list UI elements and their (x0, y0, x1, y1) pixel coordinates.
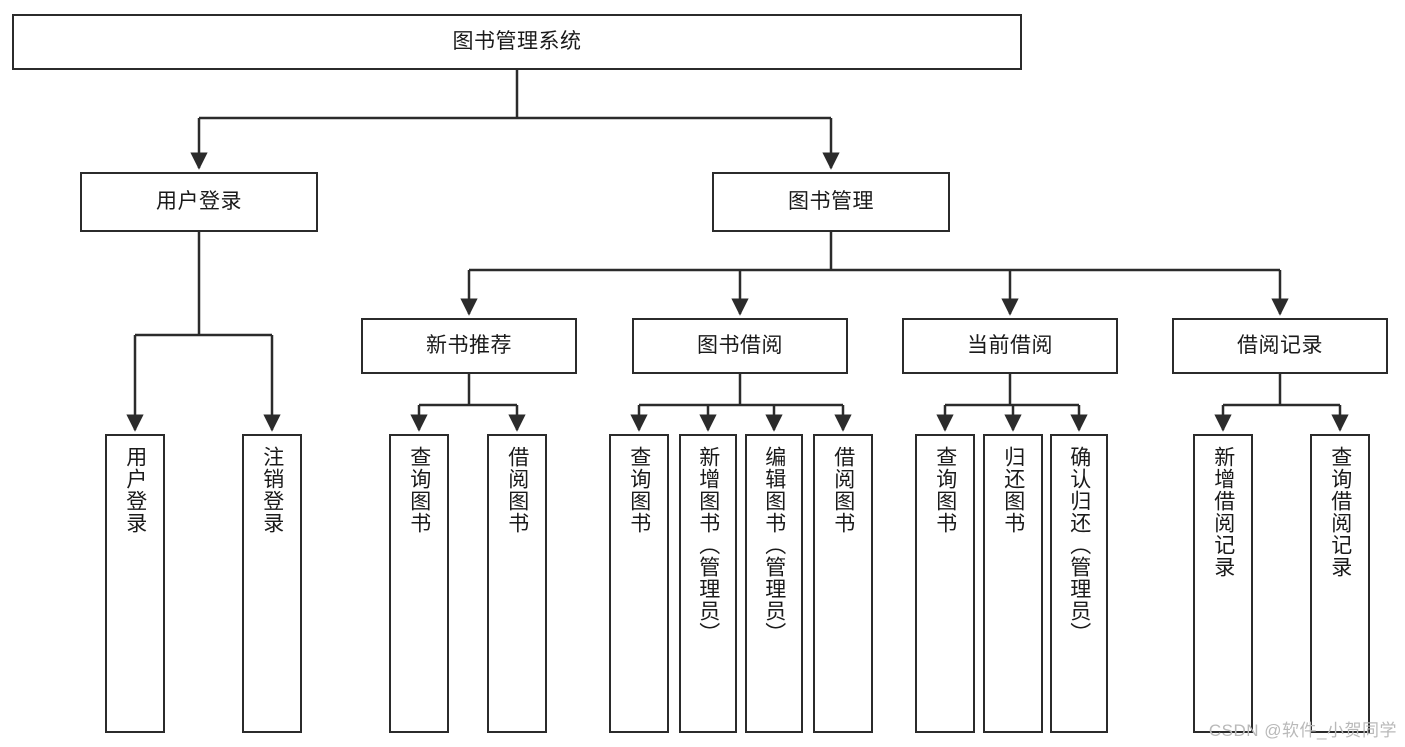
connector-lines (126, 70, 1349, 432)
leaf-node-leaf-query-book-1[interactable]: 查询图书 (389, 434, 449, 733)
leaf-node-leaf-add-borrow-record[interactable]: 新增借阅记录 (1193, 434, 1253, 733)
leaf-node-leaf-add-book-admin[interactable]: 新增图书（管理员） (679, 434, 737, 733)
node-label: 图书借阅 (697, 333, 783, 357)
node-label: 借阅图书 (505, 446, 529, 534)
leaf-node-leaf-confirm-return-admin[interactable]: 确认归还（管理员） (1050, 434, 1108, 733)
leaf-node-leaf-return-book[interactable]: 归还图书 (983, 434, 1043, 733)
level3-node-current-borrow[interactable]: 当前借阅 (902, 318, 1118, 374)
node-label: 借阅记录 (1237, 333, 1323, 357)
leaf-node-leaf-edit-book-admin[interactable]: 编辑图书（管理员） (745, 434, 803, 733)
node-label: 查询借阅记录 (1328, 446, 1352, 578)
node-label: 查询图书 (933, 446, 957, 534)
node-label: 新增图书（管理员） (696, 446, 720, 644)
level2-node-book-manage[interactable]: 图书管理 (712, 172, 950, 232)
node-label: 新书推荐 (426, 333, 512, 357)
node-label: 确认归还（管理员） (1067, 446, 1091, 644)
node-label: 用户登录 (156, 189, 242, 213)
node-label: 查询图书 (407, 446, 431, 534)
node-label: 新增借阅记录 (1211, 446, 1235, 578)
leaf-node-leaf-query-book-3[interactable]: 查询图书 (915, 434, 975, 733)
root-node[interactable]: 图书管理系统 (12, 14, 1022, 70)
level3-node-book-borrow[interactable]: 图书借阅 (632, 318, 848, 374)
node-label: 注销登录 (260, 446, 284, 534)
leaf-node-leaf-query-borrow-record[interactable]: 查询借阅记录 (1310, 434, 1370, 733)
node-label: 当前借阅 (967, 333, 1053, 357)
level2-node-user-login[interactable]: 用户登录 (80, 172, 318, 232)
node-label: 查询图书 (627, 446, 651, 534)
leaf-node-leaf-logout-login[interactable]: 注销登录 (242, 434, 302, 733)
level3-node-new-book-recommend[interactable]: 新书推荐 (361, 318, 577, 374)
level3-node-borrow-record[interactable]: 借阅记录 (1172, 318, 1388, 374)
leaf-node-leaf-user-login[interactable]: 用户登录 (105, 434, 165, 733)
leaf-node-leaf-borrow-book-1[interactable]: 借阅图书 (487, 434, 547, 733)
node-label: 用户登录 (123, 446, 147, 534)
node-label: 图书管理系统 (452, 29, 582, 53)
node-label: 归还图书 (1001, 446, 1025, 534)
node-label: 借阅图书 (831, 446, 855, 534)
node-label: 编辑图书（管理员） (762, 446, 786, 644)
leaf-node-leaf-query-book-2[interactable]: 查询图书 (609, 434, 669, 733)
leaf-node-leaf-borrow-book-2[interactable]: 借阅图书 (813, 434, 873, 733)
node-label: 图书管理 (788, 189, 874, 213)
